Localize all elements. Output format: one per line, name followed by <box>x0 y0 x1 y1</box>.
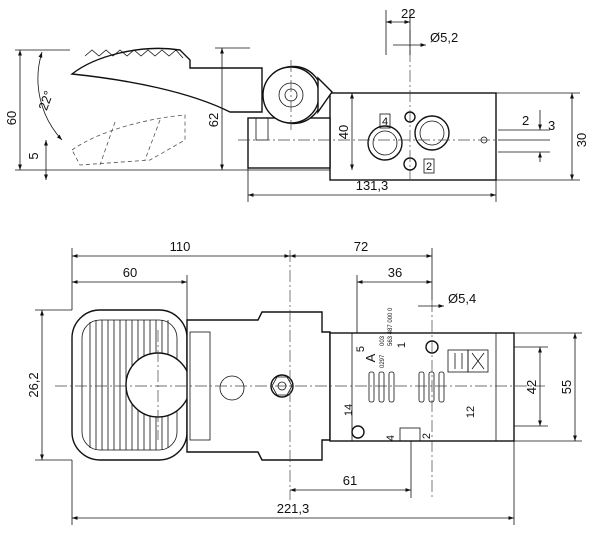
dim-2213: 221,3 <box>277 501 310 516</box>
product-code-3: 563 487 000 0 <box>388 307 394 346</box>
dim-3: 3 <box>548 118 555 133</box>
port-label-2: 2 <box>421 433 433 439</box>
port-label-4-side: 4 <box>382 116 388 128</box>
port-label-5: 5 <box>355 346 367 352</box>
dim-angle-22: 22° <box>35 89 56 113</box>
mounting-hole-plan-bottom <box>351 425 365 439</box>
pedal-plate-plan <box>71 309 191 461</box>
dim-hole-52: Ø5,2 <box>430 30 458 45</box>
dim-55: 55 <box>559 380 574 394</box>
dim-262: 26,2 <box>26 372 41 397</box>
port-label-1: 1 <box>396 342 408 348</box>
bottom-view: 5 1 14 12 4 2 A 003 0297 563 487 000 0 1… <box>26 239 582 525</box>
adapter-block-side <box>247 117 331 169</box>
port-label-2-side: 2 <box>426 161 432 173</box>
dim-30: 30 <box>574 133 589 147</box>
port-circle-right <box>414 115 450 151</box>
valve-slots <box>368 371 445 403</box>
dim-62: 62 <box>206 113 221 127</box>
product-code-2: 0297 <box>380 354 386 368</box>
dim-42: 42 <box>524 380 539 394</box>
lever-pivot <box>262 65 333 125</box>
dim-61: 61 <box>343 473 357 488</box>
valve-body-plan: 5 1 14 12 4 2 A 003 0297 563 487 000 0 <box>329 307 515 442</box>
port-label-14: 14 <box>343 404 355 416</box>
dim-5: 5 <box>26 152 41 159</box>
dim-72: 72 <box>354 239 368 254</box>
foot-pedal-lever <box>70 47 263 166</box>
dim-40: 40 <box>336 125 351 139</box>
dim-2: 2 <box>522 113 529 128</box>
dim-60: 60 <box>4 111 19 125</box>
port-label-12: 12 <box>465 406 477 418</box>
valve-letter: A <box>363 353 378 362</box>
dim-1313: 131,3 <box>356 178 389 193</box>
dim-110: 110 <box>170 239 191 254</box>
top-view: 4 2 <box>4 6 589 202</box>
port-circle-left <box>367 125 403 161</box>
dim-60-plan: 60 <box>123 265 137 280</box>
dim-hole-54: Ø5,4 <box>448 291 476 306</box>
valve-body-side: 4 2 <box>329 92 497 181</box>
port-label-4: 4 <box>385 435 397 441</box>
valve-symbol <box>447 349 489 373</box>
dim-36: 36 <box>388 265 402 280</box>
dim-22: 22 <box>401 6 415 21</box>
product-code-1: 003 <box>380 335 386 346</box>
